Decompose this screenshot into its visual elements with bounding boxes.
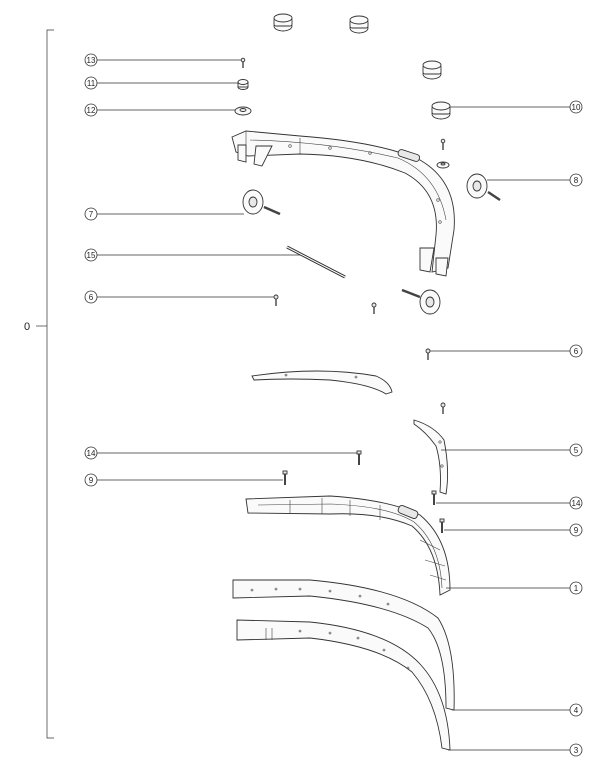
- callout-7: 7: [84, 207, 244, 221]
- curved-cover-plate: [251, 370, 393, 395]
- callout-9-left: 9: [84, 473, 283, 487]
- callout-4: 4: [452, 703, 583, 717]
- callout-1: 1: [446, 581, 583, 595]
- svg-text:7: 7: [89, 210, 94, 219]
- svg-text:6: 6: [574, 347, 579, 356]
- callout-14-left: 14: [84, 446, 357, 460]
- screw-9-right: [439, 518, 445, 533]
- callout-8: 8: [487, 173, 583, 187]
- svg-text:10: 10: [572, 103, 581, 112]
- wheel-7: [242, 189, 281, 216]
- strip-4: [232, 579, 455, 711]
- callout-14-right: 14: [436, 496, 583, 510]
- wheel-lower: [401, 288, 441, 315]
- assembly-label: 0: [24, 321, 30, 333]
- assembly-bracket: 0: [24, 29, 54, 739]
- screw-14-right: [431, 490, 437, 505]
- callout-10: 10: [450, 100, 583, 114]
- callout-13: 13: [84, 53, 241, 67]
- callout-6-left: 6: [84, 290, 274, 304]
- screw-9-left: [282, 470, 288, 485]
- screw-14-left: [356, 450, 362, 465]
- callout-5: 5: [441, 443, 583, 457]
- screw-right-arm: [436, 138, 450, 169]
- callout-11: 11: [84, 76, 238, 90]
- screw-13: [240, 57, 246, 68]
- lower-frame-1: [245, 495, 451, 596]
- callout-3: 3: [448, 743, 583, 757]
- strip-3: [236, 619, 451, 751]
- svg-text:14: 14: [572, 499, 581, 508]
- svg-text:11: 11: [87, 79, 96, 88]
- wheel-8: [466, 173, 501, 202]
- cap-knob-top-left: [273, 13, 293, 32]
- cap-knob-middle: [422, 60, 442, 80]
- bracket-5: [413, 402, 449, 495]
- cap-nut-10: [431, 101, 451, 120]
- curved-arm-frame: [231, 130, 455, 277]
- rod-15: [286, 245, 346, 279]
- callout-9-right: 9: [444, 523, 583, 537]
- svg-text:12: 12: [87, 106, 96, 115]
- screw-6-left: [273, 294, 279, 306]
- callout-15: 15: [84, 248, 300, 262]
- svg-text:14: 14: [87, 449, 96, 458]
- screw-6-right: [425, 348, 431, 360]
- svg-text:1: 1: [574, 584, 579, 593]
- svg-text:9: 9: [89, 476, 94, 485]
- svg-text:4: 4: [574, 706, 579, 715]
- svg-text:6: 6: [89, 293, 94, 302]
- callout-12: 12: [84, 103, 235, 117]
- svg-text:15: 15: [87, 251, 96, 260]
- svg-text:13: 13: [87, 56, 96, 65]
- svg-text:3: 3: [574, 746, 579, 755]
- callout-6-right: 6: [430, 344, 583, 358]
- svg-text:5: 5: [574, 446, 579, 455]
- cap-knob-top-right: [349, 15, 369, 34]
- svg-text:9: 9: [574, 526, 579, 535]
- washer-12: [234, 106, 252, 116]
- screw-6-middle: [371, 302, 377, 314]
- spacer-11: [237, 79, 249, 90]
- svg-text:8: 8: [574, 176, 579, 185]
